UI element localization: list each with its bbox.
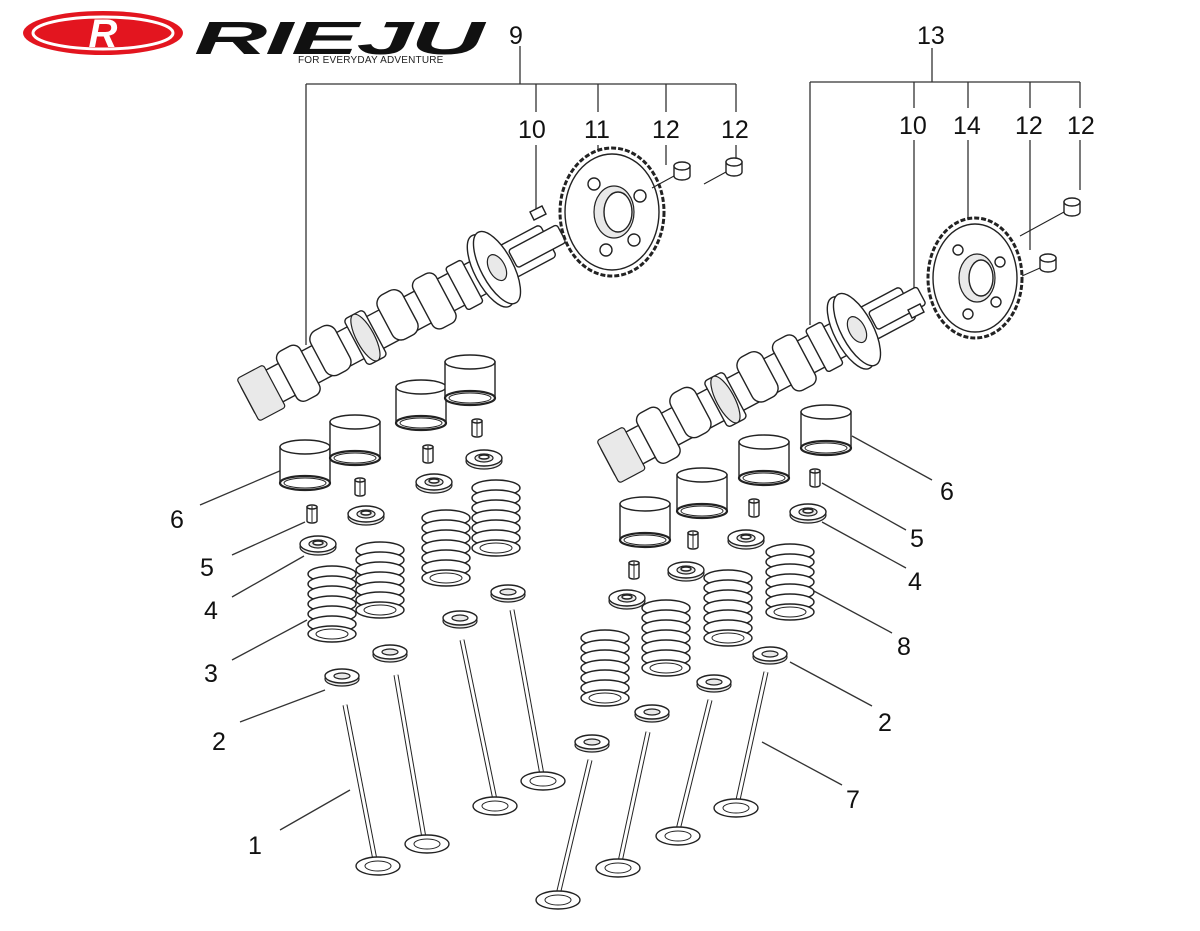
callout-6-left: 6 xyxy=(170,506,184,534)
valve-stack-c xyxy=(394,378,518,816)
logo-letter: R xyxy=(89,12,118,56)
exhaust-sprocket xyxy=(926,216,1024,340)
callout-13: 13 xyxy=(917,22,945,50)
callout-4-right: 4 xyxy=(908,568,922,596)
dowel-pin-right xyxy=(907,303,925,319)
callout-8: 8 xyxy=(897,633,911,661)
callout-3: 3 xyxy=(204,660,218,688)
callout-2-right: 2 xyxy=(878,709,892,737)
valve-stack-f xyxy=(595,466,729,878)
brand-name: RIEJU xyxy=(194,12,488,64)
intake-sprocket xyxy=(558,146,666,278)
sprocket-bolt-b xyxy=(725,157,743,177)
callout-11: 11 xyxy=(584,116,610,144)
callout-12-c: 12 xyxy=(1015,112,1043,140)
valve-stack-g xyxy=(655,433,791,846)
callout-10-left: 10 xyxy=(518,116,546,144)
sprocket-bolt-c xyxy=(1063,197,1081,217)
brand-tagline: FOR EVERYDAY ADVENTURE xyxy=(298,55,444,66)
logo-oval-inner-ring xyxy=(31,15,175,51)
callout-12-a: 12 xyxy=(652,116,680,144)
valve-stack-a xyxy=(278,438,401,876)
valve-stack-d xyxy=(443,353,566,791)
rieju-logo: R RIEJU FOR EVERYDAY ADVENTURE xyxy=(23,11,489,66)
callout-14: 14 xyxy=(953,112,981,140)
callout-12-b: 12 xyxy=(721,116,749,144)
sprocket-bolt-d xyxy=(1039,253,1057,273)
callout-12-d: 12 xyxy=(1067,112,1095,140)
callout-6-right: 6 xyxy=(940,478,954,506)
callout-2-left: 2 xyxy=(212,728,226,756)
callout-5-left: 5 xyxy=(200,554,214,582)
valve-stack-b xyxy=(328,413,450,854)
sprocket-bolt-a xyxy=(673,161,691,181)
exhaust-camshaft xyxy=(597,286,926,483)
callout-4-left: 4 xyxy=(204,597,218,625)
callout-10-right: 10 xyxy=(899,112,927,140)
callout-9: 9 xyxy=(509,22,523,50)
valve-stack-e xyxy=(535,495,672,910)
intake-camshaft xyxy=(237,205,566,421)
callout-5-right: 5 xyxy=(910,525,924,553)
callout-1: 1 xyxy=(248,832,262,860)
valve-stack-h xyxy=(713,403,853,818)
dowel-pin-left xyxy=(529,205,547,221)
leader-lines xyxy=(199,46,1081,831)
callout-7: 7 xyxy=(846,786,860,814)
logo-oval xyxy=(23,11,183,55)
